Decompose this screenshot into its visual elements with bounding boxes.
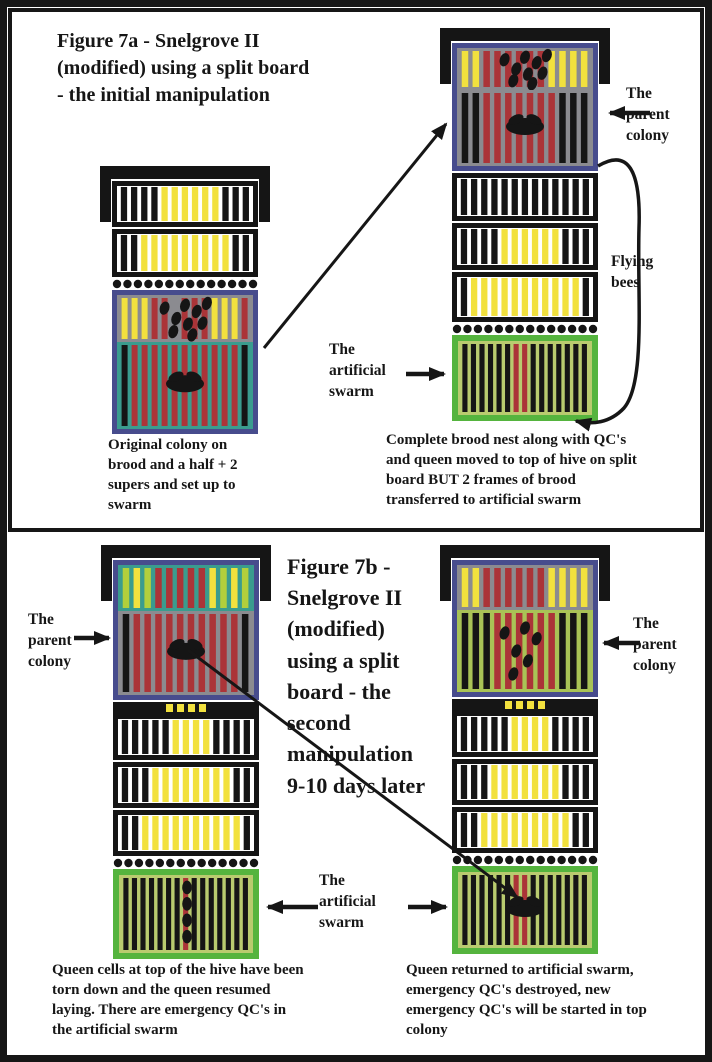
figure-7b-title: Figure 7b - Snelgrove II (modified) usin… (287, 554, 426, 798)
caption-7a-original-colony: Original colony on brood and a half + 2 … (108, 437, 238, 513)
figure-7a-title: Figure 7a - Snelgrove II (modified) usin… (57, 30, 310, 106)
caption-7b-right-hive: Queen returned to artificial swarm, emer… (406, 962, 647, 1038)
label-7b-parent-colony-right: The parent colony (633, 615, 677, 674)
label-7b-parent-colony-left: The parent colony (28, 611, 72, 670)
label-7a-flying-bees: Flying bees (611, 253, 654, 291)
label-7a-parent-colony: The parent colony (626, 85, 670, 144)
label-7b-artificial-swarm: The artificial swarm (319, 872, 376, 931)
caption-7b-left-hive: Queen cells at top of the hive have been… (52, 962, 304, 1038)
caption-7a-parent-colony: Complete brood nest along with QC's and … (386, 432, 637, 508)
label-7a-artificial-swarm: The artificial swarm (329, 341, 386, 400)
